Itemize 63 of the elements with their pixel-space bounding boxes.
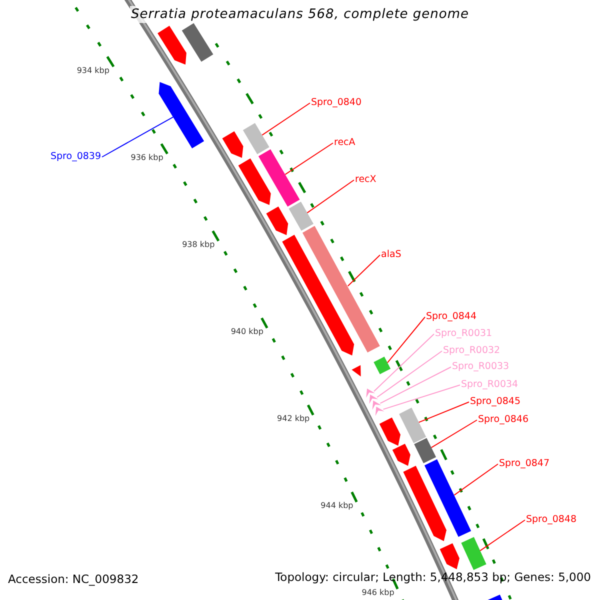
- scale-label: 936 kbp: [130, 154, 164, 162]
- leader-line: [376, 350, 442, 398]
- scale-label: 942 kbp: [277, 415, 310, 424]
- gene-feature: [222, 131, 244, 158]
- map-title: Serratia proteamaculans 568, complete genome: [130, 6, 470, 23]
- gene-feature: [288, 202, 314, 231]
- genome-info-text: Topology: circular; Length: 5,448,853 bp; Genes: 5,000: [275, 572, 591, 584]
- gene-feature: [302, 226, 380, 353]
- scale-label: 944 kbp: [320, 502, 354, 510]
- leader-line: [284, 142, 334, 175]
- gene-label: Spro_0847: [499, 459, 550, 469]
- gene-feature: [440, 543, 460, 570]
- leader-line: [430, 420, 478, 448]
- gene-label: Spro_0840: [311, 98, 362, 108]
- gene-feature: [258, 149, 300, 207]
- gene-marker: [375, 406, 384, 416]
- gene-label: Spro_0846: [478, 415, 528, 425]
- gene-feature: [379, 418, 400, 446]
- scale-label: 946 kbp: [362, 588, 394, 597]
- leader-line: [386, 316, 426, 364]
- accession-text: Accession: NC_009832: [8, 574, 139, 586]
- gene-label: Spro_R0033: [452, 362, 510, 372]
- gene-feature: [266, 206, 288, 236]
- scale-label: 938 kbp: [182, 240, 215, 249]
- gene-label: Spro_R0031: [435, 329, 492, 339]
- scale-label: 934 kbp: [76, 66, 110, 75]
- gene-feature: [158, 26, 186, 65]
- gene-feature: [374, 356, 391, 374]
- gene-feature: [392, 444, 410, 466]
- leader-line: [262, 102, 310, 136]
- gene-feature: [158, 82, 204, 148]
- gene-label: alaS: [381, 250, 402, 260]
- leader-line: [102, 116, 174, 158]
- gene-feature: [399, 408, 426, 444]
- gene-marker: [369, 394, 378, 404]
- gene-label: Spro_R0032: [443, 346, 500, 356]
- leader-line: [347, 254, 380, 286]
- gene-marker: [372, 400, 382, 410]
- gene-marker: [352, 365, 361, 376]
- gene-label: Spro_0848: [526, 515, 576, 525]
- gene-label: Spro_R0034: [461, 380, 518, 390]
- leader-line: [418, 402, 470, 423]
- gene-marker: [366, 388, 376, 398]
- scale-label: 940 kbp: [230, 328, 264, 336]
- gene-feature: [414, 438, 436, 464]
- gene-feature: [403, 466, 446, 542]
- gene-label: recA: [334, 138, 356, 148]
- gene-feature: [282, 234, 354, 356]
- gene-label: Spro_0844: [426, 312, 476, 322]
- gene-feature: [182, 23, 214, 62]
- gene-label: Spro_0839: [50, 152, 101, 162]
- leader-line: [306, 180, 354, 214]
- gene-label: Spro_0845: [470, 397, 520, 407]
- gene-feature: [238, 158, 271, 206]
- leader-line: [454, 464, 498, 496]
- gene-label: recX: [355, 175, 376, 185]
- leader-line: [380, 366, 452, 404]
- gene-feature: [424, 459, 472, 537]
- gene-feature: [461, 537, 486, 570]
- leader-line: [374, 334, 434, 392]
- gene-feature: [242, 122, 270, 154]
- leader-line: [480, 520, 526, 552]
- leader-line: [382, 384, 460, 410]
